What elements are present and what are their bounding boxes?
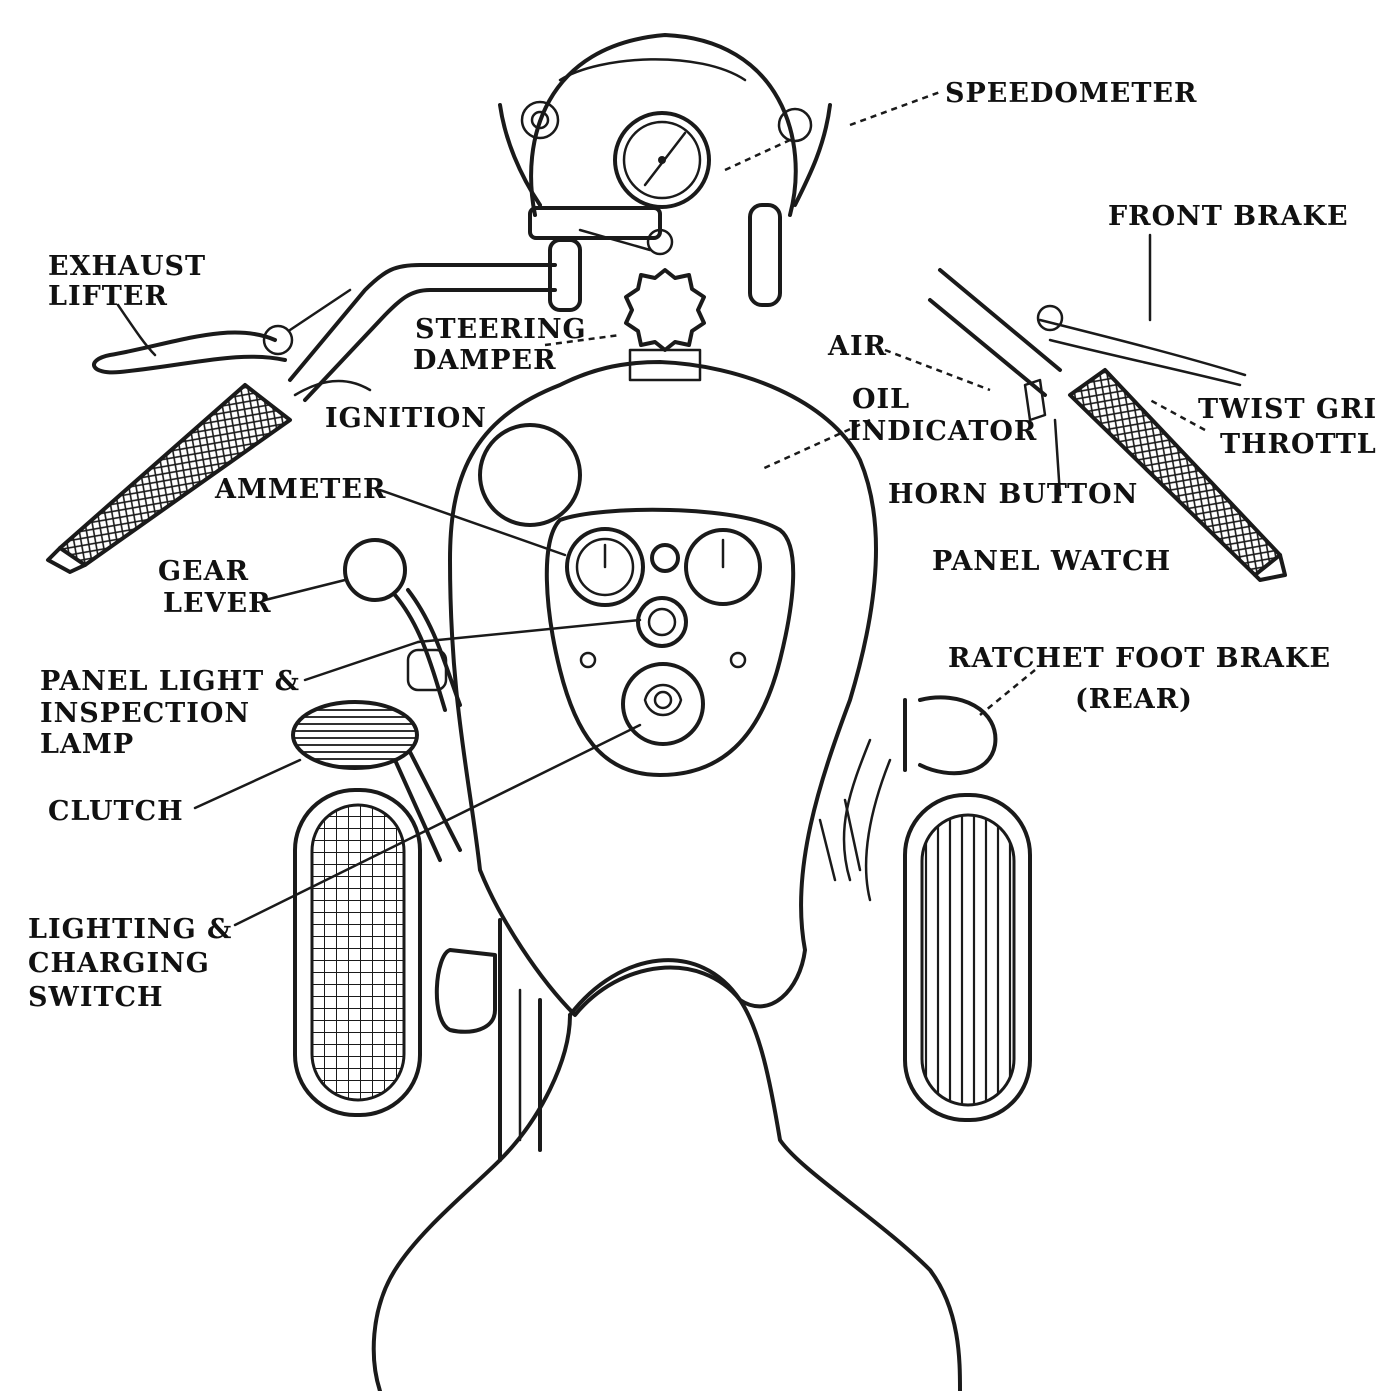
fork-yoke [530, 205, 780, 310]
label-lighting-switch-line3: SWITCH [28, 982, 164, 1013]
panel-watch-gauge [686, 530, 760, 604]
ammeter-gauge [567, 529, 643, 605]
label-twist-grip-line2: THROTTLE [1220, 429, 1376, 460]
label-speedometer: SPEEDOMETER [945, 78, 1197, 109]
label-panel-light-line2: INSPECTION [40, 698, 250, 729]
label-lighting-switch-line1: LIGHTING & [28, 914, 232, 945]
leader-ratchet-foot-brake [980, 670, 1035, 715]
leader-gear-lever [265, 580, 345, 600]
label-gear-lever-line1: GEAR [158, 556, 249, 587]
label-gear-lever-line2: LEVER [163, 588, 272, 619]
oil-indicator-lamp [652, 545, 678, 571]
label-clutch: CLUTCH [48, 796, 184, 827]
label-panel-watch: PANEL WATCH [932, 546, 1171, 577]
labels: SPEEDOMETER FRONT BRAKE EXHAUST LIFTER S… [28, 78, 1376, 1013]
leader-speedometer [850, 92, 940, 125]
label-ammeter: AMMETER [214, 474, 386, 505]
label-oil-indicator-line2: INDICATOR [848, 416, 1037, 447]
label-twist-grip-line1: TWIST GRIP [1198, 394, 1376, 425]
label-steering-damper-line2: DAMPER [413, 345, 557, 376]
label-air: AIR [827, 331, 887, 362]
label-ratchet-foot-brake-line1: RATCHET FOOT BRAKE [948, 643, 1331, 674]
ignition-lever [295, 381, 370, 395]
fuel-tank [450, 362, 876, 1015]
label-exhaust-lifter-line2: LIFTER [48, 281, 168, 312]
label-ignition: IGNITION [325, 403, 487, 434]
leader-panel-light [305, 642, 418, 680]
label-lighting-switch-line2: CHARGING [28, 948, 210, 979]
label-exhaust-lifter-line1: EXHAUST [48, 251, 206, 282]
panel-light-switch [638, 598, 686, 646]
gear-lever [345, 540, 460, 710]
engine-cover [437, 920, 540, 1160]
label-front-brake: FRONT BRAKE [1108, 201, 1349, 232]
label-oil-indicator-line1: OIL [852, 384, 910, 415]
label-horn-button: HORN BUTTON [888, 479, 1138, 510]
label-panel-light-line3: LAMP [40, 729, 134, 760]
leader-lighting-switch [235, 725, 640, 925]
instrument-panel [547, 510, 793, 775]
front-brake-lever [1038, 306, 1245, 385]
label-panel-light-line1: PANEL LIGHT & [40, 666, 300, 697]
right-footboard [905, 795, 1030, 1120]
lighting-switch-knob [623, 664, 703, 744]
headlamp [500, 35, 830, 215]
label-ratchet-foot-brake-line2: (REAR) [1075, 684, 1193, 715]
filler-cap [480, 425, 580, 525]
speedometer-gauge [615, 113, 709, 207]
leader-clutch [195, 760, 300, 808]
saddle [374, 960, 960, 1391]
leader-exhaust-lifter [118, 305, 155, 355]
label-steering-damper-line1: STEERING [415, 314, 587, 345]
left-footboard [295, 790, 420, 1115]
